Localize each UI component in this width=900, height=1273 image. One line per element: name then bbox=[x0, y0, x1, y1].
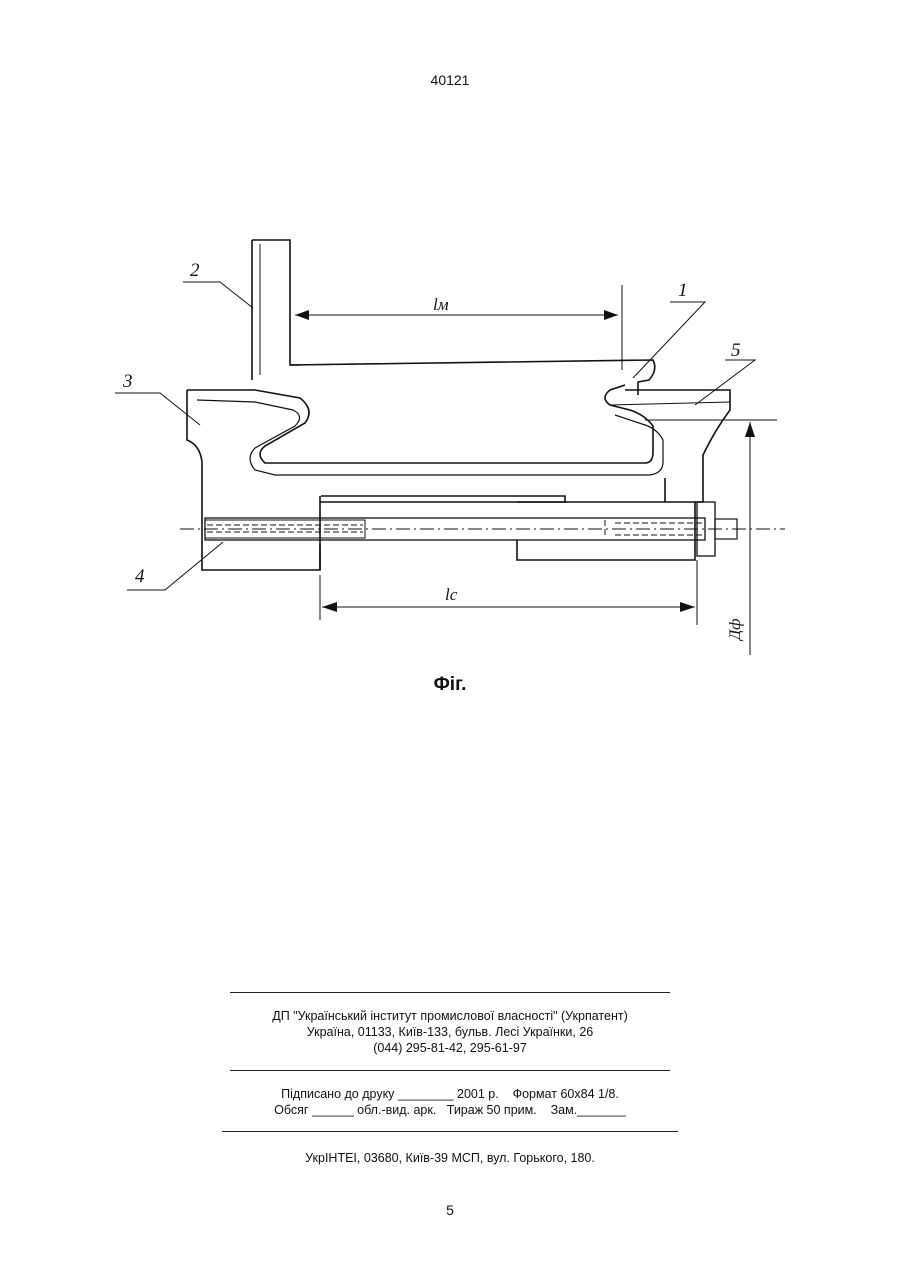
label-part-1: 1 bbox=[678, 280, 688, 301]
right-bracket bbox=[625, 390, 730, 502]
volume-line: Обсяг ______ обл.-вид. арк. Тираж 50 при… bbox=[0, 1102, 900, 1118]
divider bbox=[222, 1131, 678, 1132]
bottom-block bbox=[320, 496, 565, 502]
upper-body bbox=[290, 360, 655, 395]
label-part-5: 5 bbox=[731, 340, 741, 361]
left-bracket bbox=[187, 385, 653, 463]
printer-line: УкрІНТЕІ, 03680, Київ-39 МСП, вул. Горьк… bbox=[0, 1150, 900, 1166]
leader-5 bbox=[695, 360, 755, 405]
label-dim-d: Дф bbox=[727, 618, 744, 642]
figure-caption: Фіг. bbox=[0, 674, 900, 696]
label-dim-lc: lc bbox=[445, 585, 458, 604]
page-number: 5 bbox=[0, 1202, 900, 1218]
publisher-org: ДП "Український інститут промислової вла… bbox=[0, 1008, 900, 1024]
label-part-3: 3 bbox=[122, 371, 133, 392]
label-part-2: 2 bbox=[190, 260, 200, 281]
document-number: 40121 bbox=[0, 72, 900, 88]
leader-1 bbox=[633, 302, 705, 378]
print-details: Підписано до друку ________ 2001 р. Форм… bbox=[0, 1086, 900, 1118]
label-part-4: 4 bbox=[135, 566, 145, 587]
signed-line: Підписано до друку ________ 2001 р. Форм… bbox=[0, 1086, 900, 1102]
publisher-block: ДП "Український інститут промислової вла… bbox=[0, 1008, 900, 1056]
divider bbox=[230, 992, 670, 993]
divider bbox=[230, 1070, 670, 1071]
publisher-phone: (044) 295-81-42, 295-61-97 bbox=[0, 1040, 900, 1056]
label-dim-lm: lм bbox=[433, 295, 449, 314]
publisher-address: Україна, 01133, Київ-133, бульв. Лесі Ук… bbox=[0, 1024, 900, 1040]
leader-2 bbox=[183, 282, 253, 308]
technical-drawing: 2 3 1 5 4 lм lc Дф bbox=[105, 230, 795, 660]
vertical-plate bbox=[252, 240, 300, 365]
